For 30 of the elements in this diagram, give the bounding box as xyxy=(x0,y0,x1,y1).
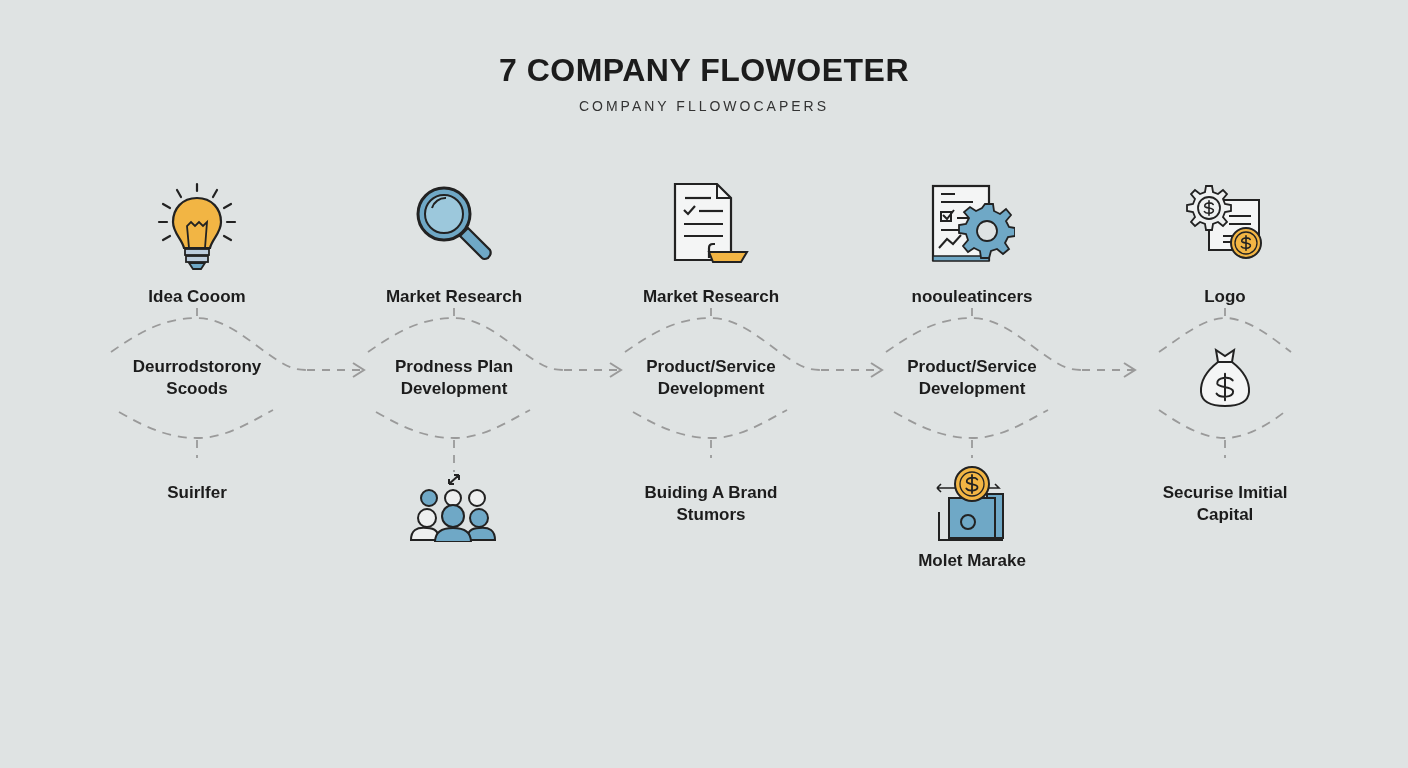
dashed-connector xyxy=(453,439,455,473)
stage-label: Molet Marake xyxy=(917,550,1027,572)
dashed-arrow xyxy=(563,362,622,378)
stage-label: Securise Imitial Capital xyxy=(1161,482,1289,526)
stage-label: Idea Cooom xyxy=(147,286,247,308)
stage-label: Buiding A Brand Stumors xyxy=(643,482,779,526)
stage-label: Market Research xyxy=(641,286,781,308)
dashed-connector xyxy=(710,439,712,459)
step-label: Product/Service Development xyxy=(906,356,1038,400)
people-group-icon xyxy=(409,472,499,542)
stage-label: Suirlfer xyxy=(166,482,228,504)
stage-label: noouleatincers xyxy=(910,286,1034,308)
stage-label: Logo xyxy=(1203,286,1247,308)
title: 7 COMPANY FLOWOETER xyxy=(498,52,910,89)
step-label: Prodness Plan Development xyxy=(393,356,515,400)
dashed-arrow xyxy=(820,362,883,378)
dashed-connector xyxy=(1224,307,1226,317)
dashed-connector xyxy=(196,439,198,459)
stage-label: Market Research xyxy=(384,286,524,308)
dashed-connector xyxy=(971,439,973,459)
step-label: Product/Service Development xyxy=(645,356,777,400)
dashed-connector xyxy=(1224,439,1226,459)
dashed-connector xyxy=(710,307,712,317)
dashed-connector xyxy=(453,307,455,317)
subtitle: COMPANY FLLOWOCAPERS xyxy=(578,98,830,114)
dashed-connector xyxy=(971,307,973,317)
dashed-connector xyxy=(196,307,198,317)
step-label: Deurrodstorony Scoods xyxy=(131,356,263,400)
dashed-arrow xyxy=(306,362,365,378)
dashed-arrow xyxy=(1081,362,1136,378)
